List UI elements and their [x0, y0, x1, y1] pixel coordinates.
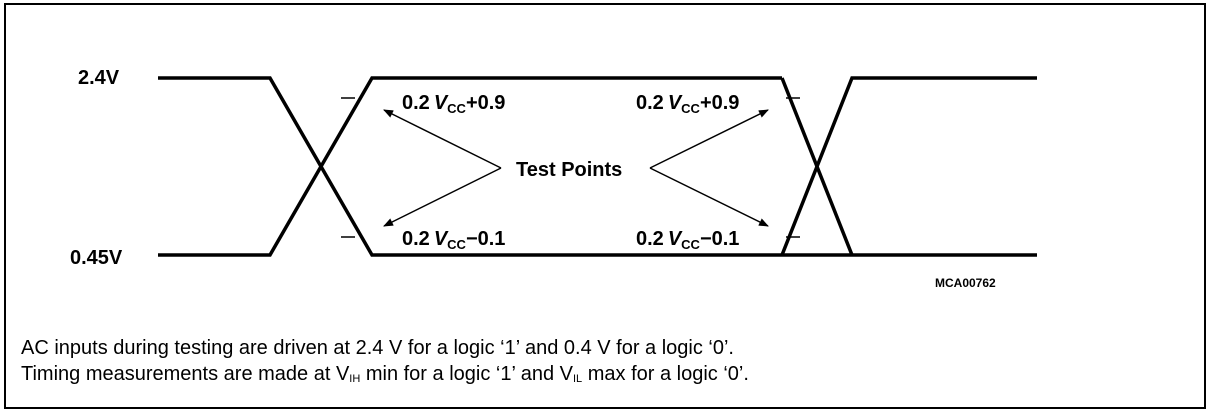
- level-low-label: 0.45V: [70, 247, 123, 269]
- note-line-2-text-2: min for a logic ‘1’ and V: [360, 363, 573, 385]
- waveform-rising-left: [158, 76, 782, 257]
- arrow-lower-left: [383, 167, 502, 227]
- vil-subscript: IL: [572, 373, 583, 385]
- test-point-ticks: [341, 97, 800, 238]
- note-line-2-text-1: Timing measurements are made at V: [21, 363, 350, 385]
- waveform-falling-left: [158, 76, 1037, 257]
- figure-frame: [4, 3, 1206, 409]
- vih-subscript: IH: [349, 373, 361, 385]
- test-points-label: Test Points: [516, 159, 622, 181]
- waveform: [158, 76, 1037, 257]
- note-line-2-text-3: max for a logic ‘0’.: [582, 363, 749, 385]
- waveform-rising-right: [780, 76, 1037, 256]
- note-line-2: Timing measurements are made at VIH min …: [21, 362, 749, 391]
- figure-code: MCA00762: [935, 276, 996, 290]
- note-line-1: AC inputs during testing are driven at 2…: [21, 337, 734, 359]
- level-high-label: 2.4V: [78, 67, 120, 89]
- test-point-arrows: [383, 109, 769, 227]
- arrow-upper-right: [649, 109, 769, 169]
- arrow-upper-left: [383, 109, 502, 169]
- arrow-lower-right: [649, 167, 769, 227]
